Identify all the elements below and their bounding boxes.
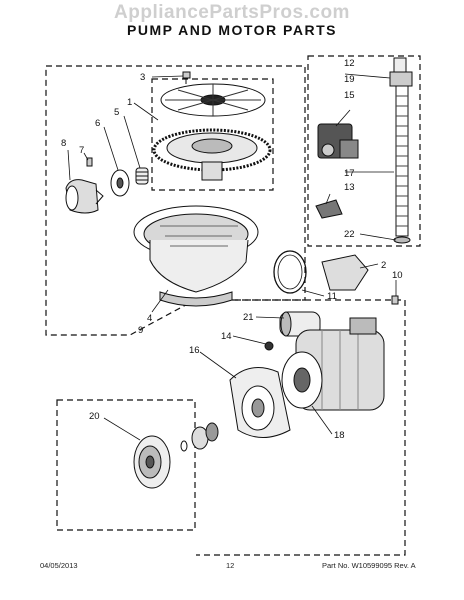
drain-assembly-outline — [307, 55, 421, 247]
callout-22: 22 — [344, 229, 355, 240]
motor-assembly-outline — [196, 299, 406, 556]
callout-21: 21 — [243, 312, 254, 323]
impeller-outline — [56, 399, 196, 531]
callout-17: 17 — [344, 168, 355, 179]
callout-18: 18 — [334, 430, 345, 441]
footer-part-number: Part No. W10599095 Rev. A — [322, 561, 416, 570]
callout-15: 15 — [344, 90, 355, 101]
part-ring-11 — [273, 250, 307, 294]
part-cover-plate — [160, 83, 266, 117]
part-screw-10 — [391, 295, 399, 305]
page-title: PUMP AND MOTOR PARTS — [127, 22, 337, 38]
footer-page-number: 12 — [226, 561, 235, 570]
part-hose-17 — [389, 57, 413, 244]
part-volute-16 — [229, 367, 291, 438]
footer-date: 04/05/2013 — [40, 561, 78, 570]
part-gear-ring — [152, 128, 272, 181]
part-screw-7 — [86, 157, 93, 167]
callout-1: 1 — [127, 97, 132, 108]
part-disc-6 — [110, 169, 130, 197]
part-screw-3 — [182, 71, 191, 84]
callout-10: 10 — [392, 270, 403, 281]
part-bracket-2 — [321, 254, 369, 291]
part-motor-18 — [281, 317, 385, 411]
callout-9: 9 — [138, 325, 143, 336]
part-sump-4 — [133, 205, 259, 307]
leader-lines — [67, 73, 397, 441]
callout-16: 16 — [189, 345, 200, 356]
callout-7: 7 — [79, 145, 84, 156]
callout-8: 8 — [61, 138, 66, 149]
callout-19: 19 — [344, 74, 355, 85]
callout-2: 2 — [381, 260, 386, 271]
callout-13: 13 — [344, 182, 355, 193]
callout-5: 5 — [114, 107, 119, 118]
callout-14: 14 — [221, 331, 232, 342]
part-clip-13 — [315, 199, 343, 219]
pump-cover-outline — [151, 78, 274, 191]
callout-12: 12 — [344, 58, 355, 69]
part-drain-pump-15 — [317, 123, 359, 159]
callout-4: 4 — [147, 313, 152, 324]
callout-11: 11 — [327, 291, 337, 302]
callout-3: 3 — [140, 72, 145, 83]
part-impeller-20 — [133, 422, 219, 489]
watermark-text: AppliancePartsPros.com — [114, 2, 350, 23]
callout-6: 6 — [95, 118, 100, 129]
callout-20: 20 — [89, 411, 100, 422]
part-spring-5 — [135, 167, 149, 185]
part-housing-8 — [65, 179, 104, 214]
part-screw-14 — [264, 341, 274, 351]
